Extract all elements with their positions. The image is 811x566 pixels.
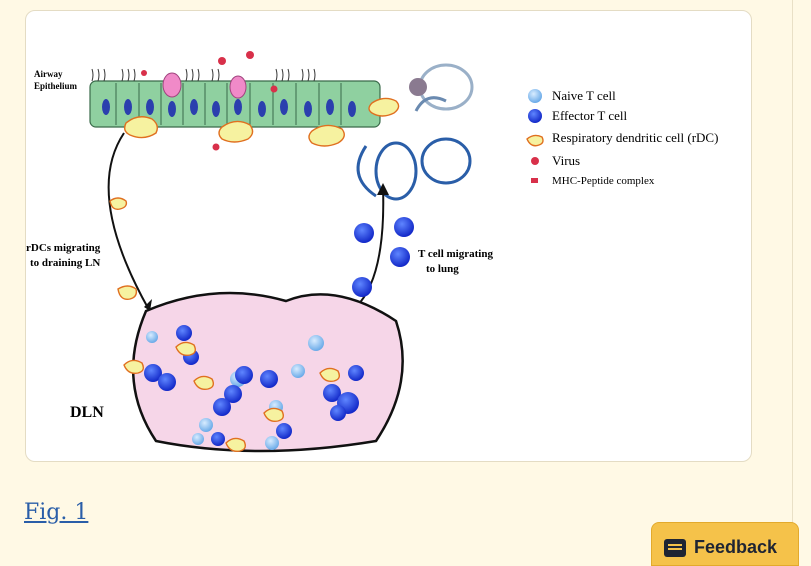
airway-label-line1: Airway <box>34 69 63 79</box>
legend-label: Respiratory dendritic cell (rDC) <box>552 130 718 145</box>
legend-label: Naive T cell <box>552 88 616 103</box>
goblet-cells <box>162 72 247 99</box>
dln-label: DLN <box>70 404 104 421</box>
schematic-diagram: Airway Epithelium <box>26 51 718 453</box>
naive-t-cell-swatch <box>528 89 542 103</box>
feedback-label: Feedback <box>694 537 778 557</box>
virus-swatch <box>531 157 539 165</box>
rdc-swatch <box>526 134 544 147</box>
legend: Naive T cell Effector T cell Respiratory… <box>526 88 718 187</box>
virus-particles <box>141 51 278 151</box>
cilia <box>91 68 316 82</box>
figure-image[interactable]: Airway Epithelium <box>25 10 752 462</box>
legend-label: Effector T cell <box>552 108 627 123</box>
effector-t-cell-swatch <box>528 109 542 123</box>
arrow-heads <box>144 183 389 311</box>
mhc-swatch <box>531 178 538 183</box>
legend-label: MHC-Peptide complex <box>552 175 655 187</box>
figure-caption-link[interactable]: Fig. 1 <box>24 500 89 525</box>
legend-item-mhc-peptide-complex: MHC-Peptide complex <box>531 175 655 187</box>
airway-epithelium: Airway Epithelium <box>34 68 381 128</box>
scrollbar-track[interactable] <box>792 0 811 553</box>
epithelial-nuclei <box>102 99 356 117</box>
legend-label: Virus <box>552 153 580 168</box>
legend-item-naive-t-cell: Naive T cell <box>528 88 616 103</box>
tcell-migrating-label-line1: T cell migrating <box>418 248 493 260</box>
rdc-migrating-label-line2: to draining LN <box>30 257 100 269</box>
macrophage <box>409 78 427 96</box>
legend-item-respiratory-dendritic-cell: Respiratory dendritic cell (rDC) <box>526 130 718 147</box>
legend-item-virus: Virus <box>531 153 580 168</box>
lung-alveoli <box>356 63 474 201</box>
legend-item-effector-t-cell: Effector T cell <box>528 108 627 123</box>
epithelial-dendritic-cells <box>123 97 400 147</box>
tcell-migrating-label-line2: to lung <box>426 263 459 275</box>
migration-arrows <box>107 132 385 309</box>
chat-icon <box>664 539 686 557</box>
migrating-dendritic-cells <box>109 197 138 300</box>
airway-label-line2: Epithelium <box>34 81 78 91</box>
rdc-migrating-label-line1: rDCs migrating <box>26 242 101 254</box>
migrating-t-cells <box>352 217 414 297</box>
draining-lymph-node: DLN <box>70 291 404 453</box>
feedback-button[interactable]: Feedback <box>651 522 799 566</box>
